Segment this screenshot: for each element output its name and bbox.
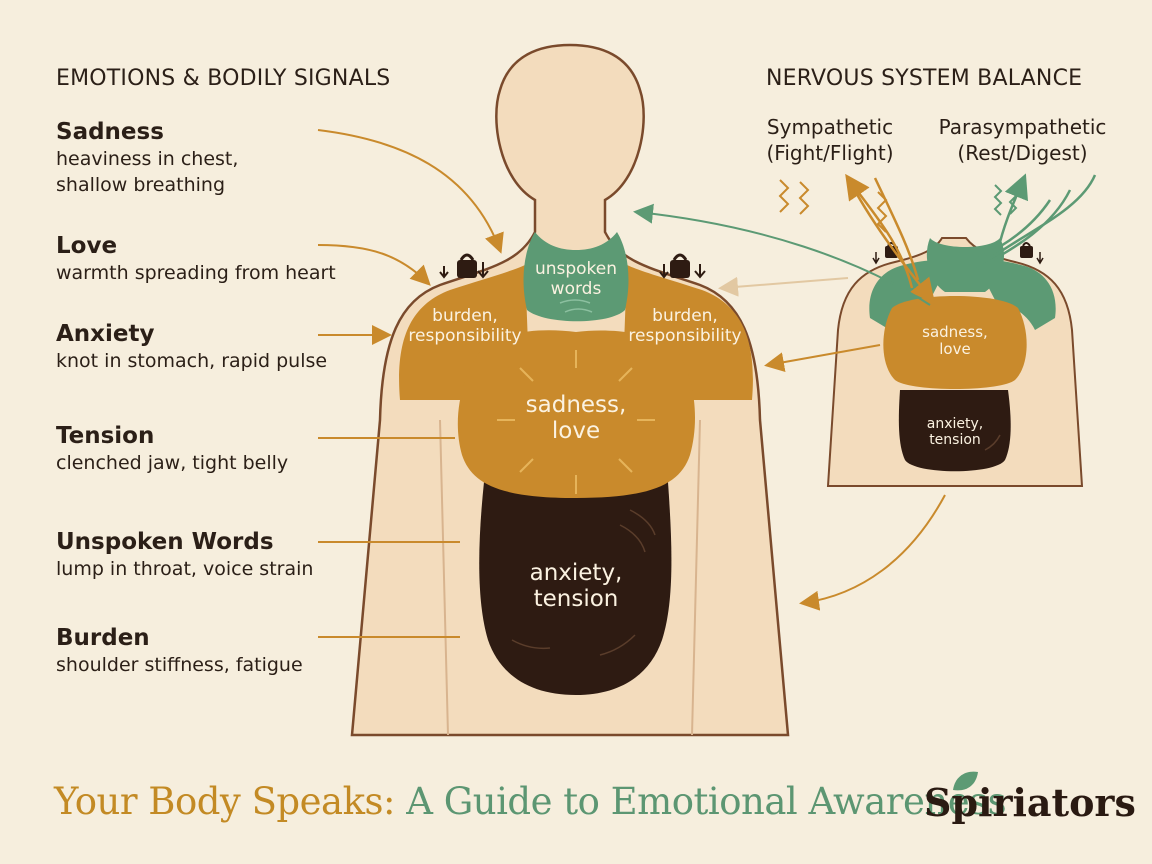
mini-belly-region xyxy=(898,390,1011,472)
chest-rays xyxy=(497,350,655,494)
shoulder-left-label: burden, responsibility xyxy=(400,306,530,346)
region-line: anxiety, xyxy=(529,560,623,586)
sympathetic-title: Sympathetic xyxy=(766,115,894,139)
region-line: responsibility xyxy=(628,325,742,346)
weight-icon-right xyxy=(659,253,706,279)
mini-chest-region xyxy=(883,296,1027,389)
parasympathetic-title: Parasympathetic xyxy=(938,115,1107,139)
emotion-name: Anxiety xyxy=(56,321,155,347)
emotion-anxiety: Anxiety knot in stomach, rapid pulse xyxy=(56,320,327,374)
emotion-name: Love xyxy=(56,233,118,259)
emotion-desc: clenched jaw, tight belly xyxy=(56,452,289,474)
emotion-name: Unspoken Words xyxy=(56,529,274,555)
throat-swirl xyxy=(559,299,593,313)
emotion-desc: warmth spreading from heart xyxy=(56,262,336,284)
region-line: love xyxy=(939,340,971,359)
emotions-heading: EMOTIONS & BODILY SIGNALS xyxy=(56,66,391,91)
emotion-name: Sadness xyxy=(56,119,164,145)
region-line: burden, xyxy=(652,306,718,326)
sympathetic-label: Sympathetic (Fight/Flight) xyxy=(760,114,900,166)
emotion-desc: knot in stomach, rapid pulse xyxy=(56,350,328,372)
region-line: love xyxy=(551,418,601,445)
region-line: sadness, xyxy=(922,323,988,341)
footer-title-part1: Your Body Speaks: xyxy=(54,780,395,823)
region-line: anxiety, xyxy=(926,416,984,432)
throat-label: unspoken words xyxy=(516,259,636,299)
parasympathetic-arrows xyxy=(974,173,1097,272)
emotion-desc: shoulder stiffness, fatigue xyxy=(56,654,303,676)
mini-throat xyxy=(926,238,1005,292)
mini-torso-figure xyxy=(826,237,1084,487)
sympathetic-subtitle: (Fight/Flight) xyxy=(766,141,894,165)
weight-icon-left xyxy=(439,253,489,279)
shoulder-left-region xyxy=(399,265,528,400)
region-line: responsibility xyxy=(408,325,522,346)
region-line: tension xyxy=(533,586,619,613)
connector-arrows xyxy=(317,129,946,638)
leaf-icon xyxy=(953,771,978,791)
brand-logo: Spiriators xyxy=(924,780,1136,825)
mini-chest-label: sadness, love xyxy=(905,323,1005,359)
region-line: tension xyxy=(929,432,981,449)
mini-belly-label: anxiety, tension xyxy=(905,416,1005,448)
chest-region xyxy=(457,330,695,498)
region-line: sadness, xyxy=(525,392,627,418)
main-body-figure xyxy=(350,43,790,737)
emotion-unspoken-words: Unspoken Words lump in throat, voice str… xyxy=(56,528,313,582)
arm-lines xyxy=(439,419,701,736)
emotion-desc: lump in throat, voice strain xyxy=(56,558,314,580)
nervous-system-heading: NERVOUS SYSTEM BALANCE xyxy=(766,66,1083,91)
mini-weight-icon-right xyxy=(1020,242,1044,265)
chest-label: sadness, love xyxy=(500,392,652,445)
region-line: burden, xyxy=(432,306,498,326)
belly-label: anxiety, tension xyxy=(500,560,652,613)
emotion-desc: shallow breathing xyxy=(56,174,226,196)
footer-title-part2: A Guide to Emotional Awareness xyxy=(394,780,1007,823)
sympathetic-arrows xyxy=(778,173,936,304)
footer-title: Your Body Speaks: A Guide to Emotional A… xyxy=(54,780,1007,823)
emotion-love: Love warmth spreading from heart xyxy=(56,232,336,286)
shoulder-right-label: burden, responsibility xyxy=(620,306,750,346)
emotion-name: Tension xyxy=(56,423,155,449)
emotion-tension: Tension clenched jaw, tight belly xyxy=(56,422,288,476)
throat-region xyxy=(523,232,629,322)
shoulder-right-region xyxy=(624,265,753,400)
parasympathetic-subtitle: (Rest/Digest) xyxy=(957,141,1088,165)
region-line: words xyxy=(550,278,602,299)
emotion-desc: heaviness in chest, xyxy=(56,148,239,170)
belly-region xyxy=(479,482,672,695)
parasympathetic-label: Parasympathetic (Rest/Digest) xyxy=(930,114,1115,166)
region-line: unspoken xyxy=(534,259,618,279)
belly-swirls xyxy=(511,509,656,656)
emotion-burden: Burden shoulder stiffness, fatigue xyxy=(56,624,303,678)
emotion-name: Burden xyxy=(56,625,150,651)
emotion-sadness: Sadness heaviness in chest, shallow brea… xyxy=(56,118,238,198)
